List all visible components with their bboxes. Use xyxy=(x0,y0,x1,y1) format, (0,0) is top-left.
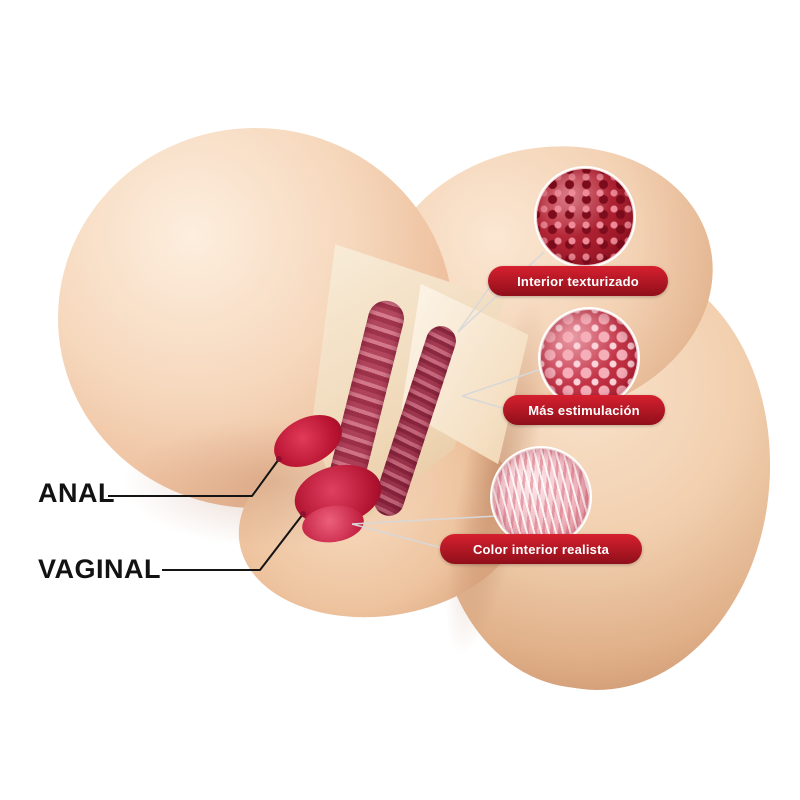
callout-line-color xyxy=(351,523,447,550)
vaginal-label: VAGINAL xyxy=(38,554,161,584)
callout-line-textured xyxy=(457,280,495,333)
callout-pill-realistic-color: Color interior realista xyxy=(440,534,642,564)
textured-interior-closeup-circle xyxy=(536,168,634,266)
anal-label: ANAL xyxy=(38,478,115,508)
callout-line-color xyxy=(351,515,499,525)
anal-pointer-dot xyxy=(276,456,282,462)
callout-line-stimulation xyxy=(461,367,545,397)
callout-pill-textured-interior: Interior texturizado xyxy=(488,266,668,296)
vaginal-pointer-dot xyxy=(300,511,306,517)
callout-label: Color interior realista xyxy=(472,541,610,557)
stimulation-bumps-closeup-circle xyxy=(540,309,638,407)
callout-line-stimulation xyxy=(461,395,510,411)
callout-pill-more-stimulation: Más estimulación xyxy=(503,395,665,425)
callout-label: Más estimulación xyxy=(528,402,640,418)
anal-pointer-line xyxy=(108,458,280,497)
callout-label: Interior texturizado xyxy=(517,273,639,289)
realistic-interior-color-closeup-circle xyxy=(492,448,590,546)
vaginal-pointer-line xyxy=(162,513,304,571)
